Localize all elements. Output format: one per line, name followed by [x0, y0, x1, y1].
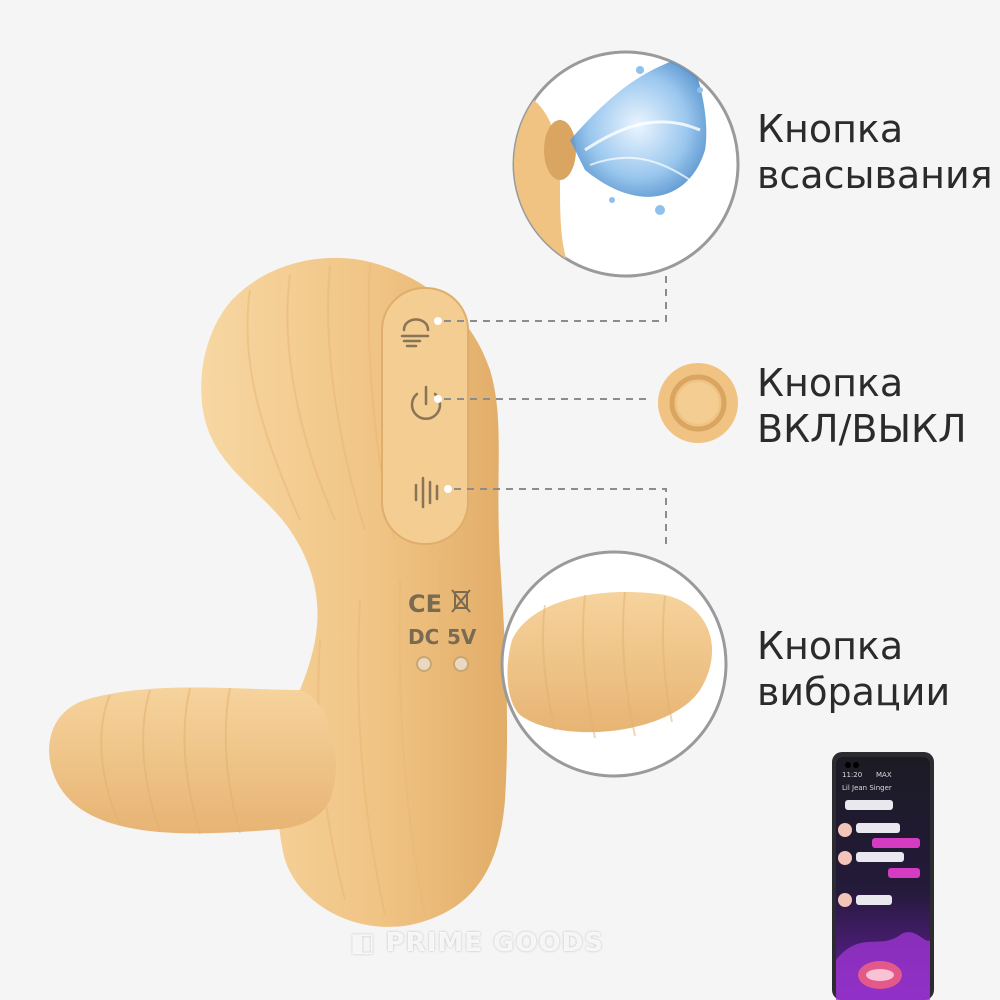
- dc-label: DC: [408, 625, 439, 649]
- device-body: [201, 257, 508, 927]
- phone-chat-header: Lil Jean Singer: [842, 784, 892, 792]
- power-label-line1: Кнопка: [757, 361, 904, 405]
- power-leader-dot: [434, 395, 442, 403]
- vibration-leader-dot: [444, 485, 452, 493]
- vibration-button-label: Кнопка вибрации: [757, 623, 950, 715]
- phone-contact: MAX: [876, 771, 892, 779]
- voltage-label: 5V: [447, 625, 477, 649]
- phone-mockup: [832, 752, 934, 1000]
- ce-mark: CE: [408, 590, 442, 618]
- suction-button-icon: [400, 318, 430, 348]
- suction-label-line1: Кнопка: [757, 107, 904, 151]
- watermark-text: PRIME GOODS: [385, 928, 604, 958]
- suction-label-line2: всасывания: [757, 153, 993, 197]
- suction-callout: [512, 50, 740, 278]
- charging-pin-right: [453, 656, 469, 672]
- vibration-label-line1: Кнопка: [757, 624, 904, 668]
- vibration-button-icon: [414, 476, 439, 509]
- vibration-callout: [500, 550, 728, 778]
- watermark-icon: ◧: [350, 928, 386, 958]
- power-button-label: Кнопка ВКЛ/ВЫКЛ: [757, 360, 967, 452]
- phone-time: 11:20: [842, 771, 863, 779]
- vibration-label-line2: вибрации: [757, 670, 951, 714]
- suction-leader-dot: [434, 317, 442, 325]
- chat-bubble: [845, 800, 893, 810]
- power-button-callout: [658, 363, 738, 443]
- watermark: ◧ PRIME GOODS: [350, 928, 604, 958]
- weee-bin-icon: [451, 589, 471, 613]
- device-arm: [49, 687, 336, 835]
- vibration-leader-line: [454, 488, 667, 548]
- charging-pin-left: [416, 656, 432, 672]
- leader-lines: [444, 258, 667, 548]
- power-label-line2: ВКЛ/ВЫКЛ: [757, 407, 967, 451]
- suction-leader-line: [444, 258, 667, 322]
- control-panel: [381, 287, 469, 545]
- suction-button-label: Кнопка всасывания: [757, 106, 993, 198]
